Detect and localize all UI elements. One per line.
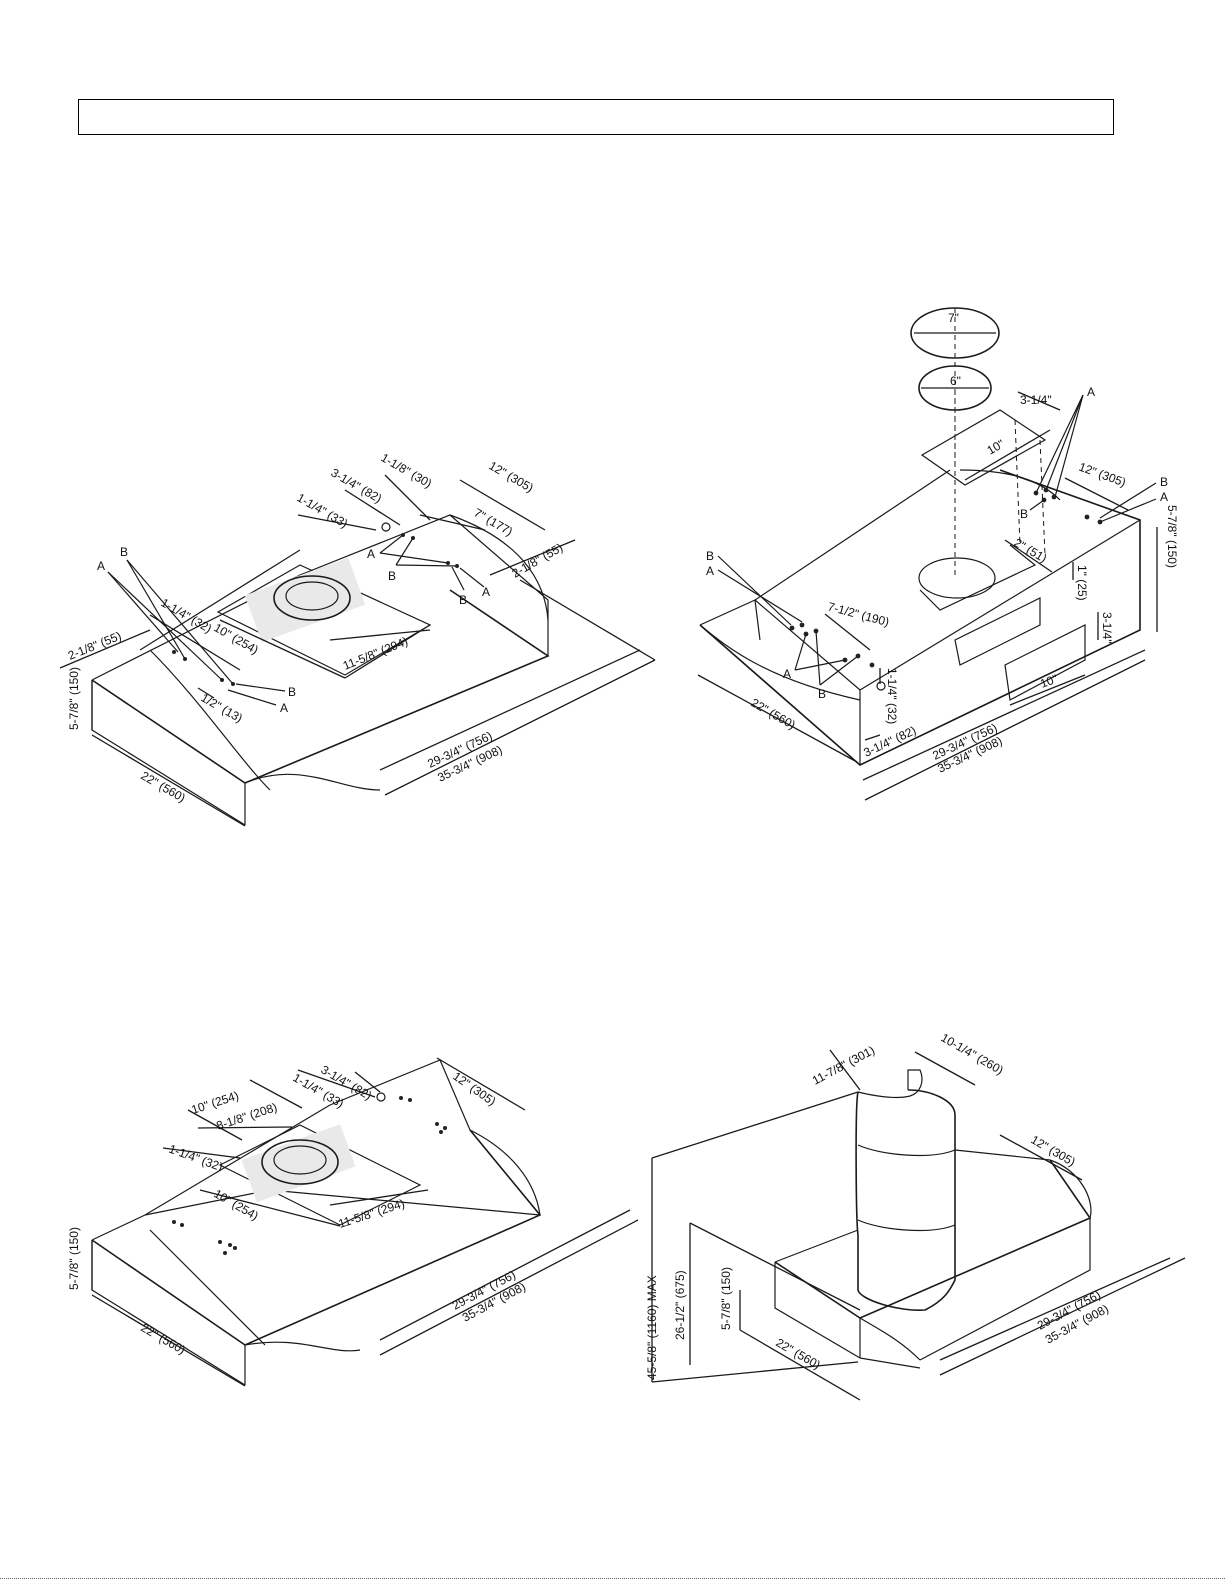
figure-3-range-hood-top-vent-alt: 3-1/4" (82) 1-1/4" (33) 12" (305) 10" (2… <box>67 1057 639 1387</box>
dim-1-2: 1/2" (13) <box>199 690 246 725</box>
label-a: A <box>1160 490 1168 504</box>
dim-11-7-8: 11-7/8" (301) <box>810 1043 877 1088</box>
title-box <box>78 99 1114 135</box>
dim-2-1-8-right: 2-1/8" (55) <box>510 540 566 580</box>
dim-5-7-8: 5-7/8" (150) <box>719 1267 733 1330</box>
dim-5-7-8: 5-7/8" (150) <box>67 1227 81 1290</box>
figure-2-range-hood-rear-vent: 7" 6" 3-1/4" 10" 12" (305) 5-7/8" (150) … <box>697 307 1179 801</box>
dim-1-1-4: 1-1/4" (32) <box>885 668 899 724</box>
page-bottom-divider <box>0 1578 1225 1579</box>
dim-7: 7" <box>948 311 959 325</box>
label-a: A <box>97 559 105 573</box>
label-b: B <box>120 545 128 559</box>
dim-12: 12" (305) <box>450 1069 498 1109</box>
dim-11-5-8: 11-5/8" (294) <box>341 634 410 673</box>
label-a: A <box>280 701 288 715</box>
dim-5-7-8: 5-7/8" (150) <box>67 667 81 730</box>
dim-7: 7" (177) <box>472 505 516 538</box>
dim-1-1-8: 1-1/8" (30) <box>379 450 435 490</box>
label-b: B <box>1160 475 1168 489</box>
label-b: B <box>818 687 826 701</box>
dim-22: 22" (560) <box>139 1320 188 1357</box>
dim-2-1-8-left: 2-1/8" (55) <box>66 629 123 663</box>
label-a: A <box>706 564 714 578</box>
label-b: B <box>459 593 467 607</box>
label-b: B <box>706 549 714 563</box>
vent-plate <box>241 1124 356 1203</box>
label-b: B <box>1020 507 1028 521</box>
dim-22: 22" (560) <box>749 695 798 732</box>
dim-26-1-2: 26-1/2" (675) <box>673 1270 687 1340</box>
dim-1: 1" (25) <box>1075 565 1089 601</box>
dim-7-1-2: 7-1/2" (190) <box>826 599 890 629</box>
dim-1-1-4: 1-1/4" (32) <box>167 1142 225 1174</box>
figure-4-chimney-range-hood: 11-7/8" (301) 10-1/4" (260) 12" (305) 45… <box>645 1030 1186 1401</box>
label-b: B <box>388 569 396 583</box>
label-a: A <box>482 585 490 599</box>
dim-1-1-4-33: 1-1/4" (33) <box>295 490 351 530</box>
dim-6: 6" <box>950 374 961 388</box>
dim-5-7-8: 5-7/8" (150) <box>1165 505 1179 568</box>
dim-3-1-4-right: 3-1/4" <box>1100 612 1114 644</box>
vent-plate <box>244 557 366 643</box>
dim-12: 12" (305) <box>487 458 536 495</box>
dim-11-5-8: 11-5/8" (294) <box>337 1196 407 1231</box>
label-a: A <box>783 667 791 681</box>
dim-3-1-4-top: 3-1/4" <box>1020 393 1052 407</box>
figure-1-range-hood-top-vent: 2-1/8" (55) 1-1/4" (32) 10" (254) 11-5/8… <box>59 450 656 827</box>
dim-3-1-4: 3-1/4" (82) <box>329 465 385 505</box>
label-a: A <box>1087 385 1095 399</box>
label-a: A <box>367 547 375 561</box>
dim-10-bottom: 10" <box>1038 672 1059 691</box>
label-b: B <box>288 685 296 699</box>
dim-10: 10" (254) <box>212 620 261 657</box>
dim-10-top: 10" <box>985 437 1007 458</box>
dim-12: 12" (305) <box>1077 460 1128 490</box>
dim-45-5-8: 45-5/8" (1160) MAX <box>645 1275 659 1380</box>
